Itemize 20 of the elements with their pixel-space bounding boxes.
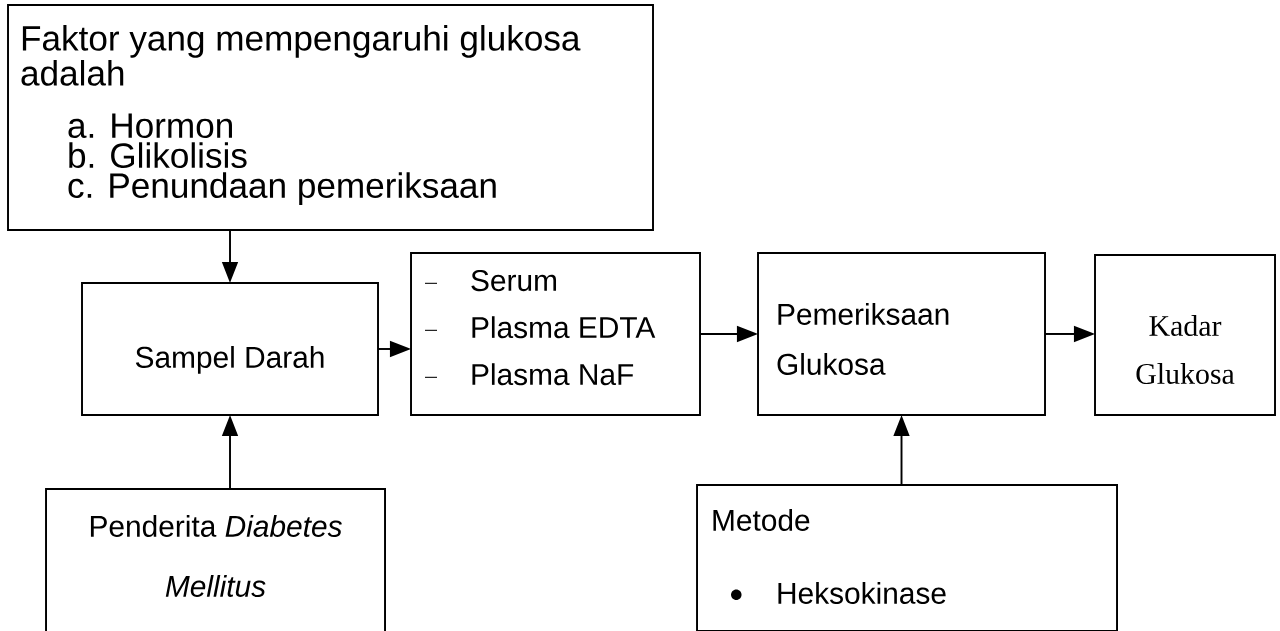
process-box <box>410 252 701 416</box>
process-box <box>81 282 379 416</box>
heading-text: Faktor yang mempengaruhi glukosa adalah <box>21 25 581 86</box>
heading-text: Metode <box>713 509 810 531</box>
list-item: Plasma NaF <box>472 363 634 386</box>
list-item: b. Glikolisis <box>69 142 247 169</box>
process-box <box>696 484 1118 631</box>
list-item: Plasma EDTA <box>472 316 656 339</box>
list-item: c. Penundaan pemeriksaan <box>68 172 496 206</box>
list-item: Serum <box>471 270 556 292</box>
process-box <box>45 488 386 631</box>
box-text: Sampel Darah <box>135 346 324 374</box>
box-text: Penderita Diabetes Mellitus <box>90 515 342 597</box>
box-text: Kadar Glukosa <box>1136 315 1235 384</box>
list-item: a. Hormon <box>68 113 232 139</box>
process-box <box>7 4 654 231</box>
list-item: Heksokinase <box>778 582 946 604</box>
process-box <box>757 252 1046 416</box>
box-text: Pemeriksaan Glukosa <box>777 303 949 375</box>
process-box <box>1094 254 1276 416</box>
